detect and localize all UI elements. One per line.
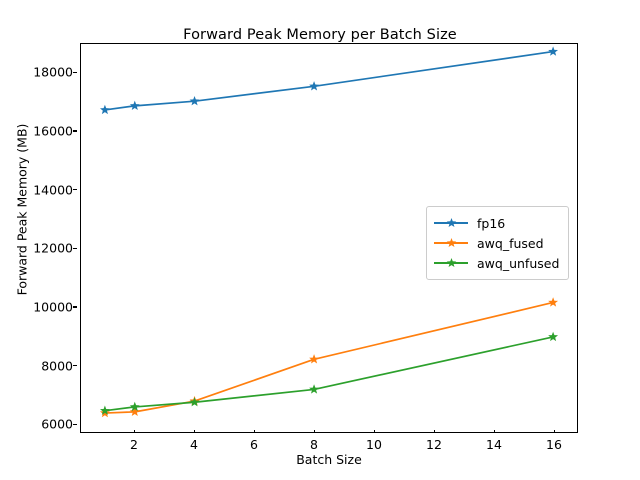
data-point-marker [189, 96, 200, 106]
legend-item-awq_unfused[interactable]: awq_unfused [434, 253, 559, 273]
series-line [104, 301, 554, 414]
data-point-marker [548, 331, 559, 342]
legend-swatch-icon [434, 256, 468, 270]
data-point-marker [309, 81, 319, 91]
y-tick-mark [73, 189, 77, 191]
y-tick-mark [73, 423, 77, 425]
x-axis-label: Batch Size [296, 452, 362, 467]
x-tick-label: 10 [366, 437, 382, 452]
x-tick-label: 8 [310, 437, 318, 452]
y-tick-label: 8000 [41, 358, 73, 374]
x-tick-mark [433, 429, 435, 433]
x-tick-label: 14 [486, 437, 502, 452]
data-point-marker [99, 104, 110, 115]
series-awq_fused [99, 297, 559, 418]
plot-svg [99, 46, 559, 418]
x-tick-label: 16 [546, 437, 562, 452]
star-marker-icon [446, 218, 457, 228]
data-point-marker [548, 297, 559, 307]
data-point-marker [309, 354, 319, 364]
y-tick-mark [73, 247, 77, 249]
legend-swatch-icon [434, 216, 468, 230]
y-tick-label: 6000 [41, 416, 73, 432]
star-marker-icon [446, 238, 457, 248]
x-tick-mark [493, 429, 495, 433]
data-point-marker [309, 384, 319, 394]
legend-item-awq_fused[interactable]: awq_fused [434, 233, 559, 253]
data-point-marker [548, 46, 559, 56]
x-tick-mark [193, 429, 195, 433]
y-tick-label: 16000 [33, 123, 73, 139]
plot-area [80, 43, 578, 433]
x-tick-mark [553, 429, 555, 433]
x-tick-label: 6 [250, 437, 258, 452]
y-tick-mark [73, 130, 77, 132]
data-point-marker [189, 397, 200, 407]
chart-legend[interactable]: fp16 awq_fused awq_unfused [426, 206, 570, 280]
chart-title: Forward Peak Memory per Batch Size [183, 27, 457, 43]
series-line [104, 50, 554, 111]
x-tick-mark [373, 429, 375, 433]
star-marker-icon [446, 258, 457, 268]
legend-label: fp16 [477, 215, 506, 231]
data-point-marker [129, 406, 140, 417]
legend-label: awq_unfused [477, 255, 560, 271]
x-tick-label: 4 [190, 437, 198, 452]
series-line [104, 336, 554, 412]
data-point-marker [129, 401, 140, 412]
x-axis-tick-labels: 2 4 6 8 10 12 14 16 [80, 429, 578, 457]
series-fp16 [99, 46, 559, 115]
legend-swatch-icon [434, 236, 468, 250]
data-point-marker [129, 100, 140, 111]
legend-label: awq_fused [477, 235, 544, 251]
data-point-marker [99, 405, 110, 415]
x-tick-mark [313, 429, 315, 433]
y-axis-tick-labels: 6000 8000 10000 12000 14000 16000 18000 [0, 43, 77, 433]
y-tick-label: 10000 [33, 299, 73, 315]
x-tick-label: 12 [426, 437, 442, 452]
y-tick-mark [73, 365, 77, 367]
legend-item-fp16[interactable]: fp16 [434, 213, 559, 233]
x-tick-mark [253, 429, 255, 433]
x-tick-label: 2 [130, 437, 138, 452]
series-awq_unfused [99, 331, 559, 415]
y-tick-mark [73, 71, 77, 73]
y-tick-label: 18000 [33, 64, 73, 80]
y-tick-label: 14000 [33, 182, 73, 198]
y-tick-label: 12000 [33, 240, 73, 256]
y-tick-mark [73, 306, 77, 308]
x-tick-mark [133, 429, 135, 433]
